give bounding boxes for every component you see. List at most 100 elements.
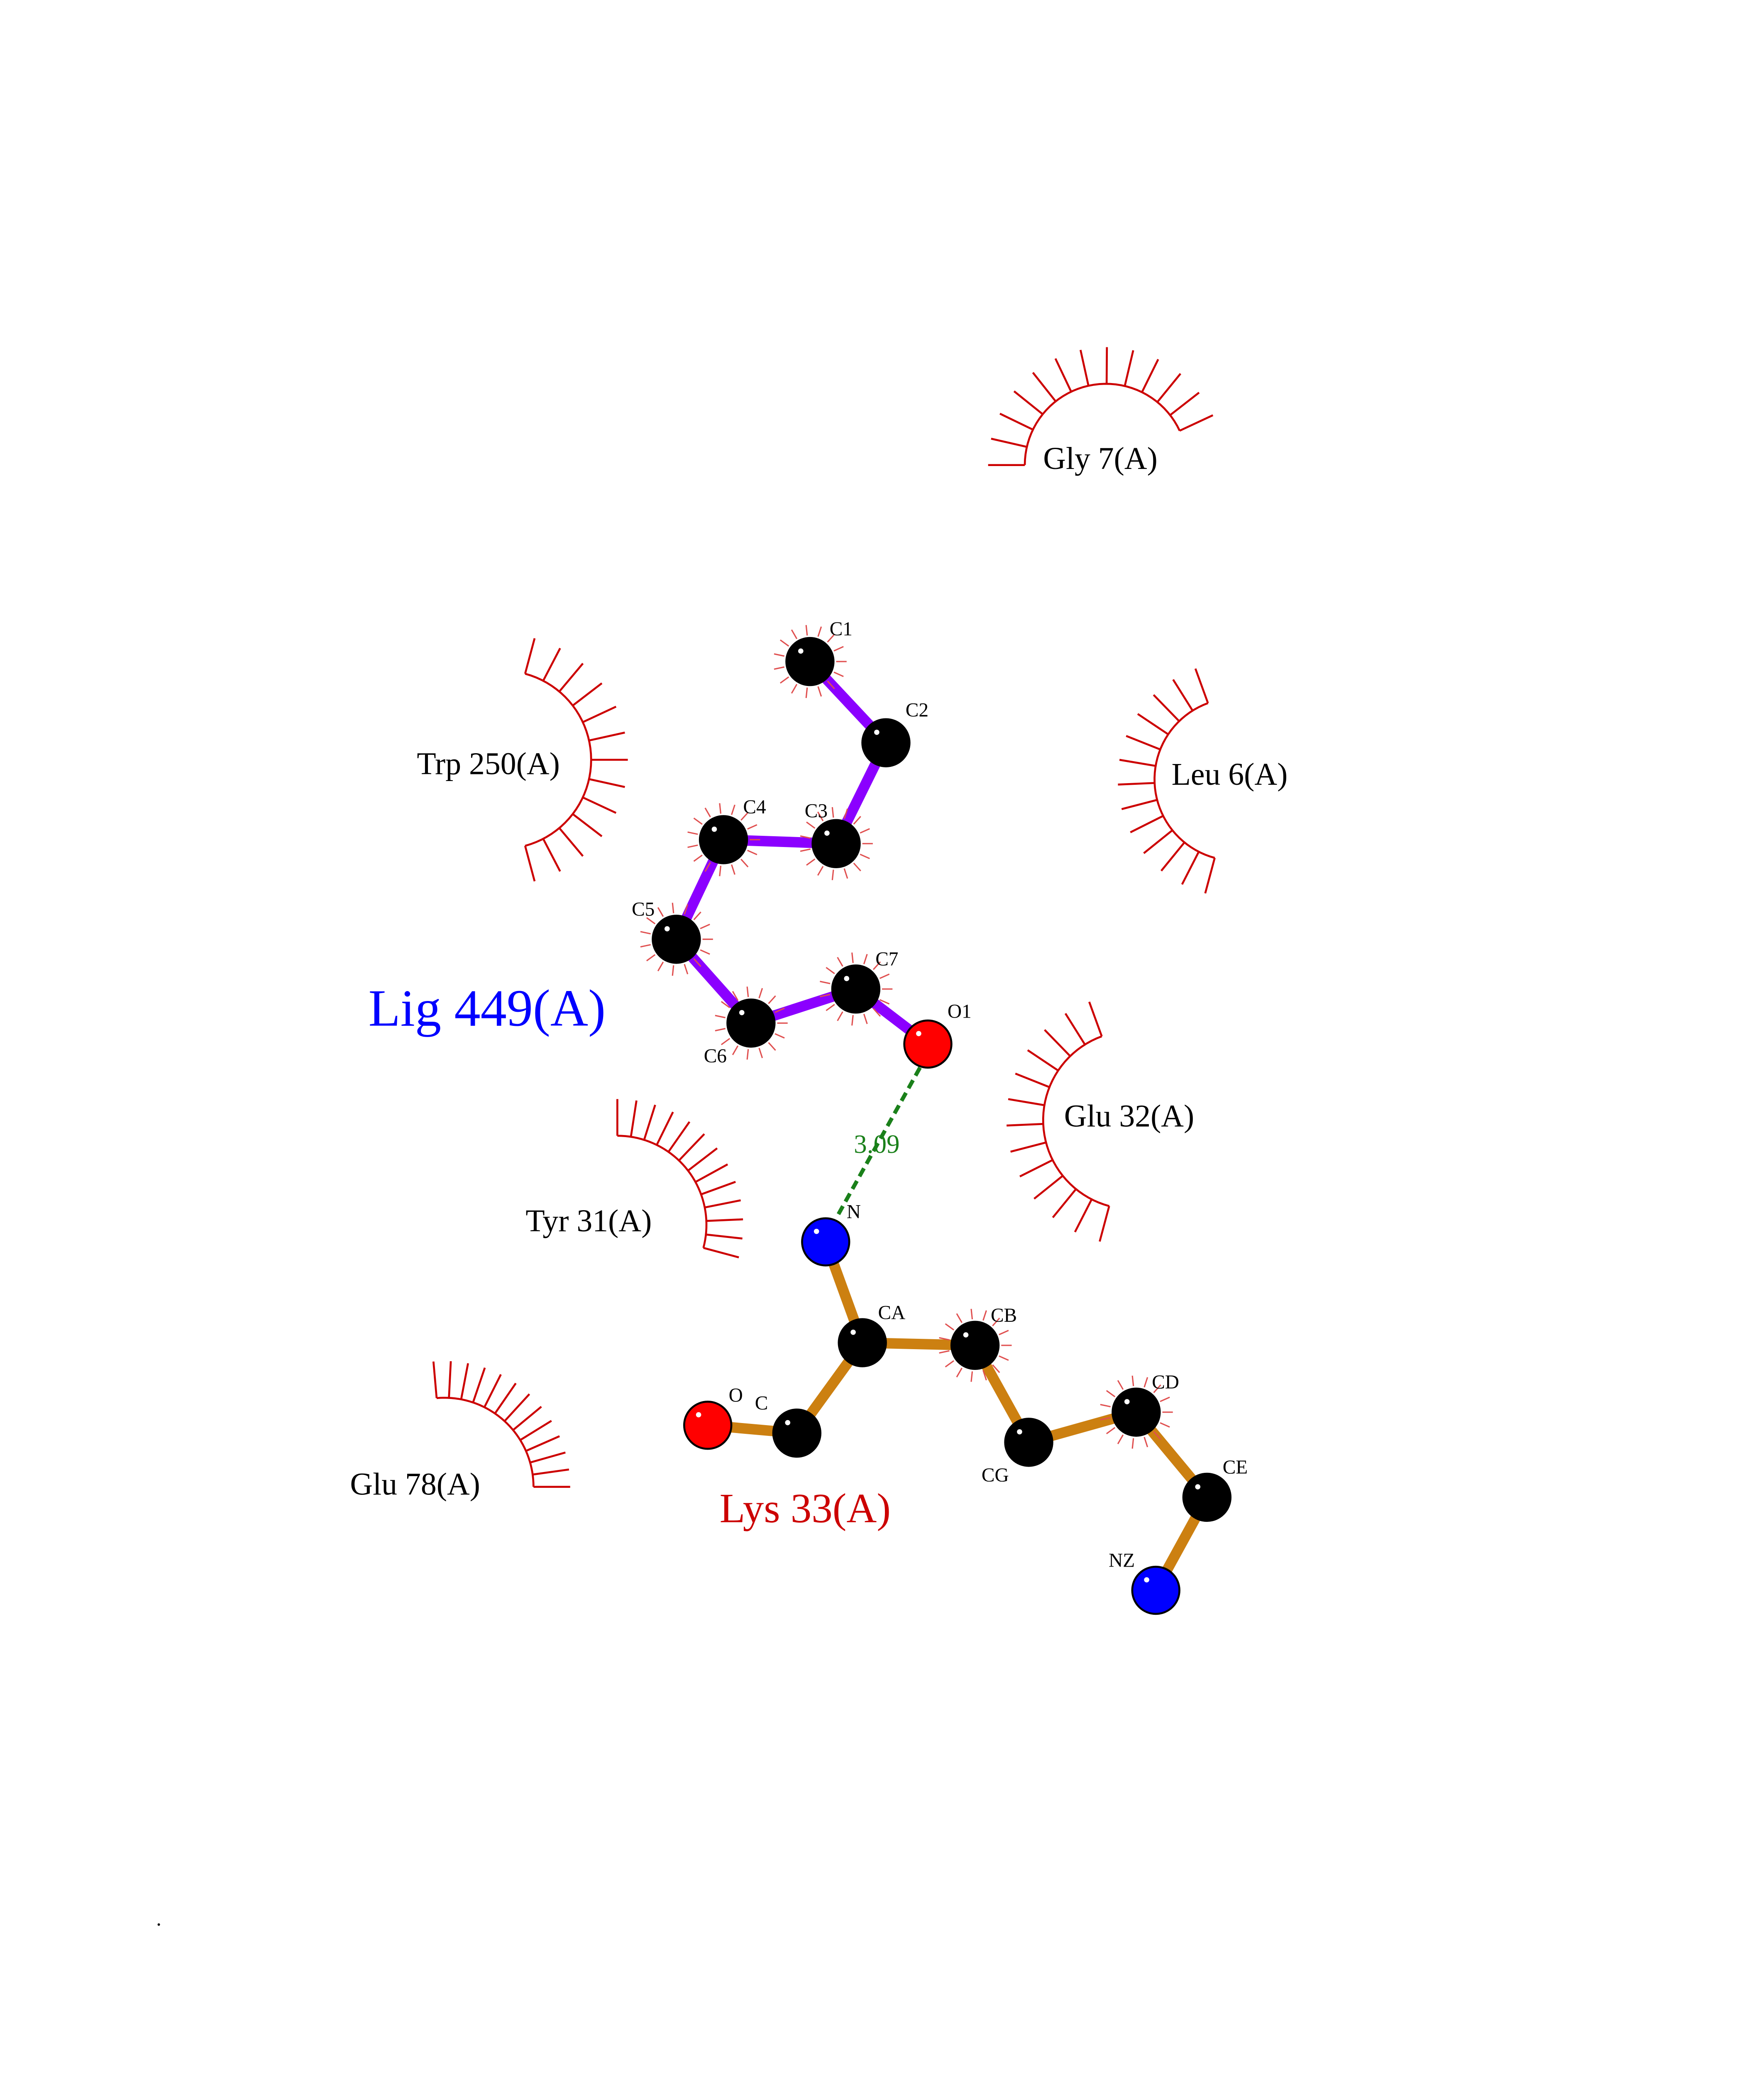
- contact-spoke: [703, 1247, 739, 1259]
- atom-contact-spoke: [672, 903, 674, 913]
- atom-contact-spoke: [1143, 1437, 1148, 1448]
- contact-spoke: [460, 1363, 469, 1400]
- hydrophobic-contact-tyr-31: Tyr 31(A): [525, 1099, 743, 1259]
- atom-contact-spoke: [684, 964, 689, 974]
- atom-contact-spoke: [833, 671, 844, 677]
- atom-highlight: [824, 830, 830, 836]
- atom-contact-spoke: [945, 1360, 954, 1368]
- contact-spoke: [1141, 359, 1159, 393]
- atom-highlight: [739, 1010, 745, 1016]
- atom-highlight: [850, 1329, 856, 1335]
- atom-contact-spoke: [853, 862, 861, 872]
- contact-spoke: [1015, 1072, 1050, 1088]
- atom-contact-spoke: [970, 1308, 973, 1320]
- atom-contact-spoke: [826, 967, 835, 974]
- contact-spoke: [532, 1468, 569, 1476]
- contact-spoke: [1130, 815, 1164, 833]
- contact-spoke: [582, 706, 617, 723]
- atom-contact-spoke: [640, 944, 651, 948]
- atom-highlight: [1124, 1399, 1130, 1404]
- ligand-atom-c1: [785, 637, 835, 686]
- atom-contact-spoke: [879, 973, 890, 979]
- atom-contact-spoke: [731, 864, 735, 875]
- ligand-atom-label: C2: [906, 700, 928, 721]
- atom-contact-spoke: [800, 835, 811, 839]
- atom-contact-spoke: [820, 994, 831, 998]
- ligand-label: Lig 449(A): [369, 979, 606, 1038]
- atom-contact-spoke: [1100, 1404, 1111, 1408]
- contact-spoke: [706, 1218, 743, 1222]
- atom-highlight: [1195, 1484, 1201, 1490]
- contact-spoke: [643, 1104, 656, 1140]
- atom-contact-spoke: [1131, 1375, 1134, 1387]
- atom-contact-spoke: [646, 954, 656, 962]
- atom-contact-spoke: [817, 686, 822, 697]
- residue-atom-n: [801, 1217, 850, 1267]
- contact-spoke: [1156, 373, 1182, 403]
- contact-spoke: [678, 1133, 705, 1161]
- atom-highlight: [1144, 1577, 1149, 1583]
- atom-contact-spoke: [684, 904, 689, 915]
- contact-arc: [436, 1396, 535, 1487]
- contact-spoke: [472, 1367, 486, 1403]
- contact-spoke: [1143, 829, 1173, 854]
- atom-contact-spoke: [747, 850, 757, 855]
- contact-spoke: [1181, 851, 1200, 885]
- atom-contact-spoke: [779, 676, 789, 684]
- contact-spoke: [999, 413, 1033, 431]
- atom-contact-spoke: [956, 1367, 963, 1378]
- atom-contact-spoke: [700, 949, 710, 955]
- contact-spoke: [1008, 1098, 1045, 1106]
- contact-spoke: [1119, 759, 1156, 767]
- atom-contact-spoke: [872, 1008, 881, 1017]
- hydrophobic-contacts: Gly 7(A)Leu 6(A)Trp 250(A)Glu 32(A)Tyr 3…: [350, 347, 1288, 1502]
- atom-highlight: [665, 926, 670, 932]
- residue-label: Lys 33(A): [720, 1485, 891, 1531]
- atom-contact-spoke: [746, 1049, 749, 1060]
- contact-residue-label: Tyr 31(A): [525, 1204, 652, 1238]
- atom-contact-spoke: [827, 634, 835, 643]
- ligand-atom-c4: [699, 815, 748, 864]
- hydrophobic-contact-glu-78: Glu 78(A): [350, 1361, 570, 1502]
- ligand-atom-label: O1: [948, 1001, 972, 1023]
- residue-atom-label: CD: [1152, 1372, 1179, 1393]
- atom-contact-spoke: [827, 680, 835, 689]
- residue-atom-label: O: [729, 1385, 743, 1406]
- atom-contact-spoke: [791, 629, 798, 640]
- atom-contact-spoke: [872, 961, 881, 970]
- residue-atom-cb: [950, 1321, 1000, 1370]
- contact-spoke: [572, 682, 603, 707]
- atom-contact-spoke: [1117, 1380, 1124, 1390]
- contact-spoke: [448, 1361, 452, 1398]
- contact-spoke: [494, 1382, 517, 1414]
- ligand-atom-o1: [903, 1019, 953, 1069]
- atom-contact-spoke: [805, 625, 808, 636]
- atom-contact-spoke: [768, 995, 776, 1004]
- atom-contact-spoke: [939, 1350, 950, 1354]
- hydrophobic-contact-glu-32: Glu 32(A): [1007, 1001, 1194, 1242]
- contact-residue-label: Glu 78(A): [350, 1467, 480, 1502]
- contact-spoke: [558, 663, 584, 692]
- atom-contact-spoke: [817, 811, 824, 821]
- contact-spoke: [524, 845, 536, 882]
- atom-contact-spoke: [853, 816, 861, 825]
- hydrophobic-contact-trp-250: Trp 250(A): [417, 638, 628, 882]
- residue-atom-label: N: [847, 1201, 861, 1223]
- contact-spoke: [1007, 1123, 1043, 1127]
- contact-spoke: [1153, 694, 1180, 722]
- ligand-atom-label: C6: [704, 1045, 727, 1067]
- atom-contact-spoke: [992, 1318, 1000, 1326]
- contact-spoke: [701, 1181, 736, 1196]
- residue-atom-label: CE: [1223, 1457, 1248, 1478]
- atom-contact-spoke: [774, 666, 784, 670]
- atom-contact-spoke: [740, 812, 749, 821]
- contact-spoke: [589, 778, 625, 788]
- residue-atom-label: NZ: [1109, 1550, 1135, 1571]
- atom-contact-spoke: [747, 824, 757, 830]
- contact-spoke: [1064, 1013, 1086, 1045]
- contact-spoke: [1179, 414, 1214, 432]
- atom-highlight: [711, 826, 717, 832]
- atom-contact-spoke: [693, 818, 703, 825]
- atom-contact-spoke: [672, 965, 674, 976]
